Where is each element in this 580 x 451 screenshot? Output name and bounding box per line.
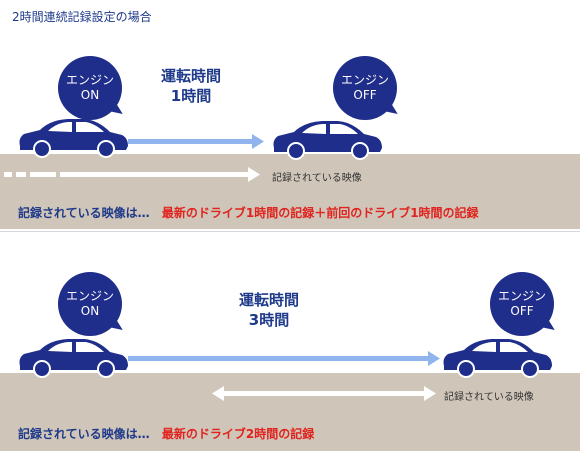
engine-off-line2: OFF [510, 304, 534, 318]
engine-off-bubble: エンジン OFF [490, 272, 554, 336]
engine-on-bubble: エンジン ON [58, 56, 122, 120]
engine-off-bubble: エンジン OFF [333, 56, 397, 120]
caption-result: 最新のドライブ2時間の記録 [161, 427, 315, 441]
car-icon [443, 339, 552, 378]
car-icon [19, 339, 128, 378]
arrow-right-icon [128, 351, 440, 366]
engine-on-line1: エンジン [65, 73, 114, 87]
caption-prefix: 記録されている映像は… [18, 427, 150, 441]
scenario-2-caption: 記録されている映像は… 最新のドライブ2時間の記録 [18, 425, 314, 442]
caption-result: 最新のドライブ1時間の記録＋前回のドライブ1時間の記録 [161, 206, 479, 220]
scenario-1-caption: 記録されている映像は… 最新のドライブ1時間の記録＋前回のドライブ1時間の記録 [18, 204, 479, 221]
drive-duration-line1: 運転時間 [238, 291, 299, 309]
diagram-title: 2時間連続記録設定の場合 [12, 10, 152, 24]
drive-duration-label: 運転時間 1時間 [146, 66, 236, 106]
recorded-span-arrow [4, 167, 260, 182]
drive-duration-line2: 1時間 [170, 87, 212, 105]
road-band [0, 373, 580, 451]
road-band [0, 154, 580, 229]
drive-duration-label: 運転時間 3時間 [224, 290, 314, 330]
recorded-video-label: 記録されている映像 [444, 392, 534, 403]
double-arrow-icon [212, 386, 436, 401]
engine-off-line1: エンジン [340, 73, 389, 87]
scenario-1-panel: 2時間連続記録設定の場合 エンジン ON 運転時間 1時間 エンジン OFF [0, 0, 580, 229]
car-icon [273, 121, 382, 160]
arrow-right-icon [128, 134, 264, 149]
scenario-2-graphics [19, 339, 552, 401]
scenario-1-graphics [4, 119, 382, 182]
car-icon [19, 119, 128, 158]
engine-off-line1: エンジン [497, 289, 546, 303]
engine-off-line2: OFF [353, 88, 377, 102]
engine-on-line2: ON [80, 88, 100, 102]
scenario-2-panel: エンジン ON 運転時間 3時間 エンジン OFF [0, 231, 580, 451]
engine-on-line2: ON [80, 304, 100, 318]
drive-duration-line1: 運転時間 [160, 67, 221, 85]
engine-on-line1: エンジン [65, 289, 114, 303]
drive-duration-line2: 3時間 [248, 311, 290, 329]
recorded-video-label: 記録されている映像 [272, 173, 362, 184]
engine-on-bubble: エンジン ON [58, 272, 122, 336]
caption-prefix: 記録されている映像は… [18, 206, 150, 220]
